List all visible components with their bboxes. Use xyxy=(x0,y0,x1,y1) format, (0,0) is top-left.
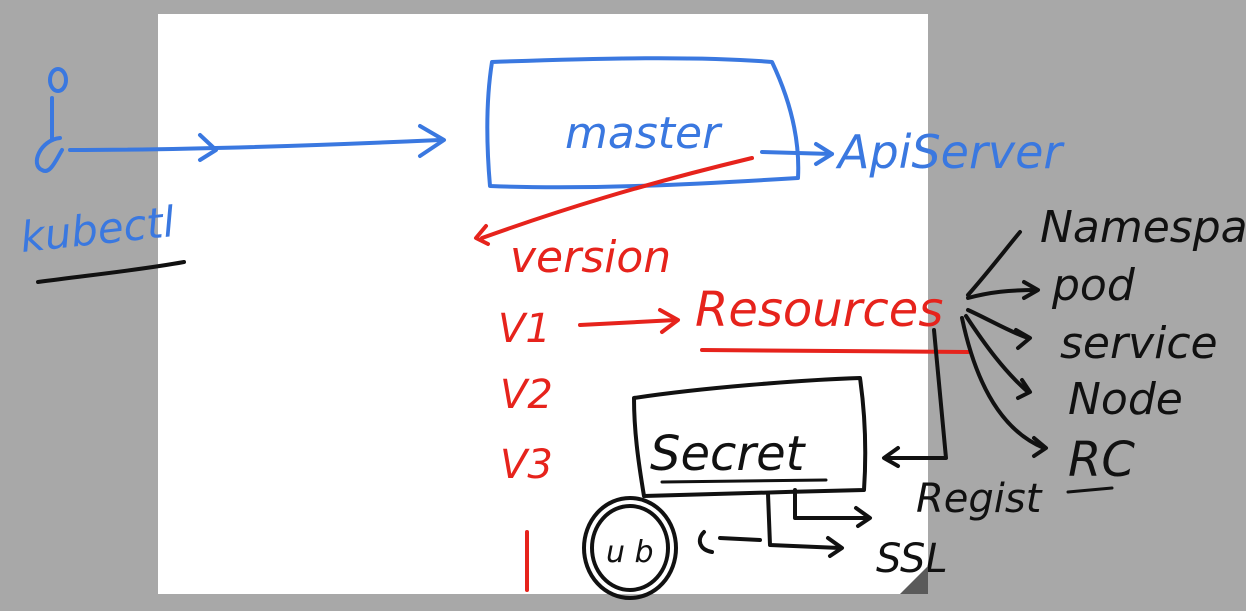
master-to-version-arrow xyxy=(474,156,754,246)
v1-to-resources-arrow xyxy=(578,308,680,334)
secret-box xyxy=(632,376,868,498)
kubectl-to-master-arrow xyxy=(68,124,446,162)
resource-pod: pod xyxy=(1051,260,1136,311)
resources-to-secret-arrow xyxy=(882,328,948,468)
actor-underline xyxy=(36,260,186,284)
resource-type-arrows xyxy=(960,230,1048,458)
actor-figure xyxy=(34,67,68,173)
secret-uses-arrows xyxy=(697,488,872,558)
resource-node: Node xyxy=(1068,374,1183,425)
page-curl-corner xyxy=(900,566,928,594)
master-label: master xyxy=(565,108,723,159)
actor-label: kubectl xyxy=(18,197,177,262)
resource-namespace: Namespa xyxy=(1040,202,1246,253)
master-box xyxy=(485,56,801,190)
circled-note xyxy=(582,496,678,600)
rc-underline xyxy=(1066,486,1114,494)
secret-use-ssl: SSL xyxy=(876,536,948,582)
whiteboard-canvas xyxy=(158,14,928,594)
resource-service: service xyxy=(1060,318,1218,369)
secret-label: Secret xyxy=(650,426,807,482)
circled-note-text: u b xyxy=(606,535,654,570)
version-label: version xyxy=(510,232,671,283)
secret-use-regist: Regist xyxy=(916,476,1043,522)
version-v3: V3 xyxy=(500,442,553,488)
actor-head xyxy=(48,67,68,93)
version-v1: V1 xyxy=(498,306,551,352)
secret-underline xyxy=(660,478,828,484)
apiserver-label: ApiServer xyxy=(835,125,1065,179)
resources-underline xyxy=(700,348,970,354)
actor-legs xyxy=(34,136,64,173)
version-v2: V2 xyxy=(500,372,553,418)
master-to-apiserver-arrow xyxy=(760,142,834,166)
resource-rc: RC xyxy=(1068,432,1135,488)
resources-label: Resources xyxy=(695,282,943,338)
